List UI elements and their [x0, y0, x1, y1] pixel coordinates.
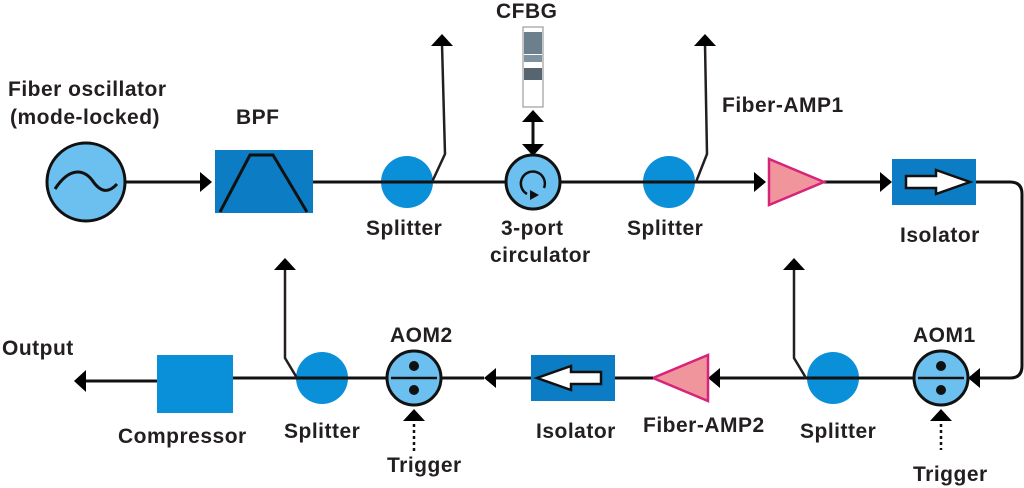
hollow-arrow-left-icon — [533, 364, 603, 392]
bpf — [215, 150, 313, 213]
bpf-label: BPF — [236, 106, 280, 129]
circular-arrow-icon — [519, 170, 547, 196]
output-label: Output — [2, 337, 74, 360]
arrowhead — [880, 172, 892, 192]
arrowhead-up — [522, 110, 544, 122]
arrowhead-down — [522, 144, 544, 156]
arrowhead-up — [274, 258, 296, 270]
cfbg-grating-2 — [524, 55, 542, 62]
circulator-circle — [504, 153, 562, 211]
splitter-4-tap — [283, 268, 299, 379]
arrowhead-up — [930, 409, 952, 421]
bpf-box — [215, 150, 313, 213]
trigger-2-label: Trigger — [387, 454, 462, 477]
splitter-2-tap — [694, 43, 709, 183]
arrowhead-up — [783, 258, 805, 270]
fiber-amp-2 — [649, 353, 710, 403]
divide-dot — [936, 385, 946, 395]
amp1-label: Fiber-AMP1 — [722, 94, 844, 117]
oscillator-label-1: Fiber oscillator — [8, 78, 167, 101]
isolator-1 — [892, 159, 976, 205]
arrowhead-left — [708, 368, 720, 388]
splitter-3-tap — [792, 268, 808, 379]
aom-2 — [385, 349, 443, 407]
arrowhead — [754, 172, 766, 192]
fiber-oscillator — [45, 141, 127, 223]
compressor — [157, 355, 233, 413]
arrowhead — [968, 368, 980, 388]
circular-arrowhead — [530, 190, 539, 200]
trigger-1-label: Trigger — [913, 463, 988, 486]
splitter-1-tap — [430, 43, 447, 183]
hollow-arrow-right-icon — [904, 168, 974, 196]
fiber-amp-1 — [767, 157, 828, 207]
cfbg-label: CFBG — [496, 0, 558, 23]
aom-1 — [912, 349, 970, 407]
oscillator-label-2: (mode-locked) — [10, 106, 160, 129]
aom1-label: AOM1 — [913, 324, 976, 347]
isolator-2 — [531, 355, 615, 401]
cfbg-grating-3 — [524, 68, 542, 80]
oscillator-circle — [45, 141, 127, 223]
divide-dot — [936, 361, 946, 371]
isolator-2-label: Isolator — [536, 420, 616, 443]
arrowhead-up — [403, 409, 425, 421]
bandpass-trapezoid-icon — [218, 153, 309, 213]
amp2-label: Fiber-AMP2 — [643, 414, 765, 437]
sine-wave-icon — [53, 170, 119, 192]
arrowhead — [200, 172, 212, 192]
circulator-label-2: circulator — [490, 244, 591, 267]
divide-dot — [409, 385, 419, 395]
beam-loop-right — [976, 180, 1024, 380]
arrowhead-left — [484, 368, 496, 388]
splitter-4-label: Splitter — [284, 420, 360, 443]
cfbg-grating-1 — [524, 32, 542, 54]
arrowhead-left — [74, 370, 86, 392]
aom2-label: AOM2 — [390, 324, 453, 347]
circulator-label-1: 3-port — [501, 217, 564, 240]
splitter-3-label: Splitter — [800, 420, 876, 443]
splitter-1-label: Splitter — [366, 217, 442, 240]
arrowhead-up — [431, 34, 453, 46]
splitter-2-label: Splitter — [627, 217, 703, 240]
circulator — [504, 153, 562, 211]
divide-dot — [409, 361, 419, 371]
cfbg — [522, 26, 544, 108]
isolator-1-label: Isolator — [900, 224, 980, 247]
arrowhead-up — [694, 34, 716, 46]
compressor-label: Compressor — [118, 425, 247, 448]
